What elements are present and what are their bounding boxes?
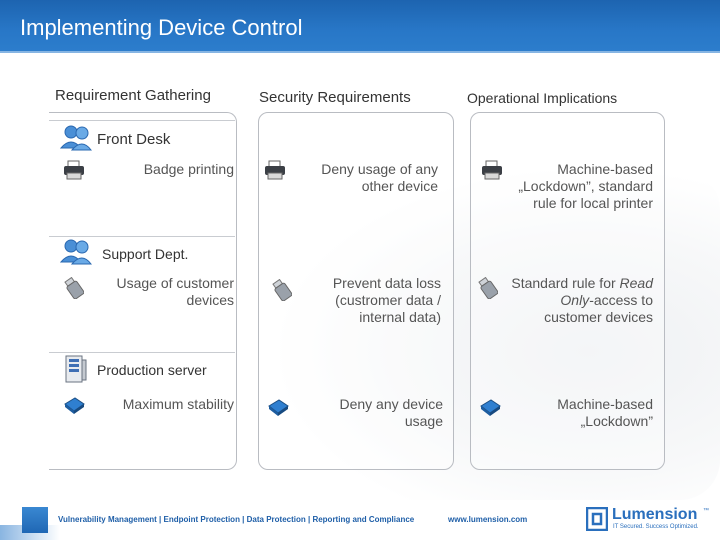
title-bar: Implementing Device Control <box>0 0 720 53</box>
security-prevent-data-loss: Prevent data loss (custromer data / inte… <box>332 275 441 325</box>
logo-name: Lumension <box>612 506 698 523</box>
usb-drive-icon <box>64 277 84 299</box>
security-deny-other-devices: Deny usage of any other device <box>321 161 438 194</box>
chip-icon <box>63 395 85 415</box>
chip-icon <box>267 397 289 417</box>
requirement-customer-devices: Usage of customer devices <box>116 275 235 308</box>
printer-icon <box>264 160 286 180</box>
operational-text: -access to customer devices <box>544 292 653 325</box>
operational-implications-panel <box>470 112 665 470</box>
security-requirements-panel <box>258 112 454 470</box>
operational-lockdown-printer: Machine-based „Lockdown”, standard rule … <box>518 161 653 211</box>
column-header-requirement-gathering: Requirement Gathering <box>55 87 211 104</box>
column-header-operational-implications: Operational Implications <box>467 90 618 106</box>
separator <box>49 352 235 353</box>
section-support-dept: Support Dept. <box>102 246 189 262</box>
read-only-emphasis: Read Only <box>560 275 653 308</box>
server-icon <box>62 355 88 383</box>
logo-trademark: ™ <box>703 508 709 514</box>
operational-machine-lockdown: Machine-based „Lockdown” <box>557 396 653 429</box>
logo-tagline: IT Secured. Success Optimized. <box>613 524 699 530</box>
footer-accent-square <box>22 507 48 533</box>
lumension-logo-icon <box>585 506 609 536</box>
printer-icon <box>63 160 85 180</box>
footer-url[interactable]: www.lumension.com <box>448 515 528 524</box>
operational-text: Standard rule for <box>511 275 620 291</box>
users-icon <box>60 124 92 152</box>
section-front-desk: Front Desk <box>97 131 171 148</box>
separator <box>49 120 235 121</box>
security-deny-any-device: Deny any device usage <box>339 396 443 429</box>
users-icon <box>60 238 92 266</box>
page-title: Implementing Device Control <box>20 15 303 40</box>
operational-read-only-rule: Standard rule for Read Only-access to cu… <box>503 275 653 326</box>
footer-tagline: Vulnerability Management | Endpoint Prot… <box>58 515 415 524</box>
background-watermark <box>280 170 720 500</box>
chip-icon <box>479 397 501 417</box>
usb-drive-icon <box>272 279 292 301</box>
usb-drive-icon <box>478 277 498 299</box>
requirement-badge-printing: Badge printing <box>143 161 234 177</box>
printer-icon <box>481 160 503 180</box>
requirement-maximum-stability: Maximum stability <box>122 396 234 412</box>
section-production-server: Production server <box>97 362 207 378</box>
column-header-security-requirements: Security Requirements <box>259 89 411 106</box>
separator <box>49 236 235 237</box>
